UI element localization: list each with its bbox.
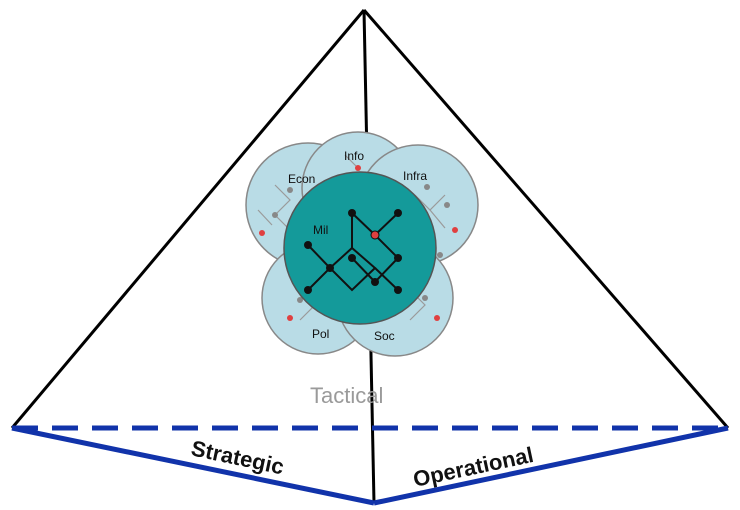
node: [422, 295, 428, 301]
domain-cluster: Info Econ Infra Mil Pol Soc: [245, 131, 479, 357]
node: [444, 202, 450, 208]
label-mil: Mil: [313, 223, 328, 237]
node: [272, 212, 278, 218]
node: [304, 286, 312, 294]
base-front-right-edge: [373, 425, 729, 506]
node: [297, 297, 303, 303]
node: [326, 264, 334, 272]
label-info: Info: [344, 149, 364, 163]
outer-nodes: [259, 165, 458, 321]
node: [304, 241, 312, 249]
mil-nodes: [304, 209, 402, 294]
node: [437, 252, 443, 258]
node: [287, 187, 293, 193]
pyramid-base: [11, 425, 729, 506]
label-pol: Pol: [312, 327, 329, 341]
node: [348, 254, 356, 262]
node: [394, 209, 402, 217]
node: [371, 278, 379, 286]
label-infra: Infra: [403, 169, 427, 183]
label-tactical: Tactical: [310, 383, 383, 408]
label-soc: Soc: [374, 329, 395, 343]
label-econ: Econ: [288, 172, 315, 186]
edge-left: [10, 9, 366, 429]
node: [355, 165, 361, 171]
node: [370, 230, 380, 240]
base-front-left-edge: [11, 425, 375, 506]
node: [394, 286, 402, 294]
node: [348, 209, 356, 217]
node: [452, 227, 458, 233]
node: [394, 254, 402, 262]
node: [259, 230, 265, 236]
node: [287, 315, 293, 321]
node: [424, 184, 430, 190]
edge-right: [362, 9, 730, 429]
node: [434, 315, 440, 321]
